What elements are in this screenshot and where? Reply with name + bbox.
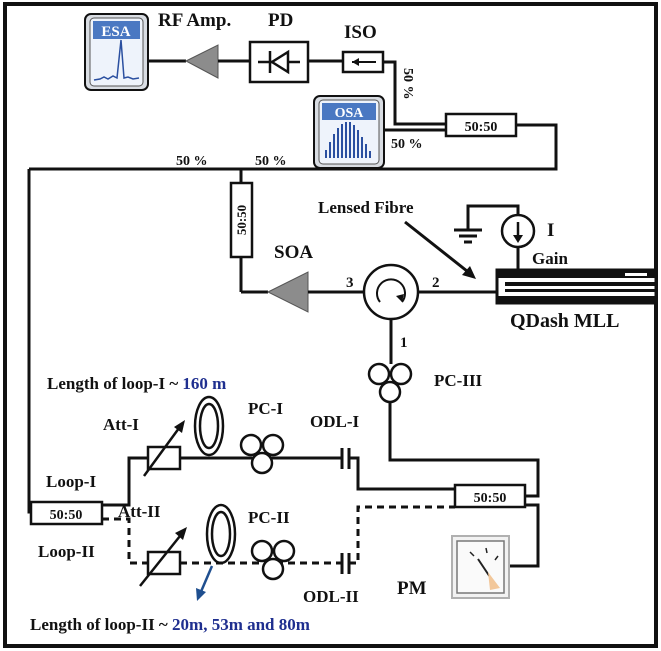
pct-left-label: 50 % [176, 154, 208, 169]
odl2-icon [340, 553, 351, 574]
coupler-left-label: 50:50 [50, 508, 83, 523]
iso-label: ISO [344, 22, 377, 43]
current-source-label: I [547, 220, 554, 241]
wire-ground-source [466, 204, 520, 226]
loop2-length-label: Length of loop-II ~ 20m, 53m and 80m [30, 615, 310, 634]
pc1-label: PC-I [248, 399, 283, 418]
ground-icon [454, 226, 482, 244]
outer-frame [3, 2, 658, 648]
pc2-label: PC-II [248, 508, 290, 527]
wire-loop2-start [102, 517, 148, 565]
gain-label: Gain [532, 249, 568, 268]
odl1-icon [340, 448, 351, 469]
loop2-length-prefix: Length of loop-II ~ [30, 615, 172, 634]
pct-right-label: 50 % [255, 154, 287, 169]
port3-label: 3 [346, 275, 354, 291]
isolator-icon [341, 50, 385, 74]
port1-label: 1 [400, 335, 408, 351]
loop2-fiber-spool-icon [205, 503, 237, 565]
pc1-icon [239, 433, 285, 475]
coupler-vertical-label: 50:50 [234, 205, 249, 235]
lensed-fibre-arrow [404, 220, 473, 277]
wire-left-vertical [27, 169, 31, 514]
pct-osa-label: 50 % [391, 137, 423, 152]
osa-label: OSA [335, 106, 365, 121]
loop1-length-value: 160 m [182, 374, 226, 393]
esa-trace [93, 39, 140, 81]
pd-label: PD [268, 10, 293, 31]
soa-icon [266, 271, 309, 313]
port2-label: 2 [432, 275, 440, 291]
loop2-length-arrow [198, 565, 214, 595]
loop2-length-value: 20m, 53m and 80m [172, 615, 310, 634]
pc2-icon [250, 539, 296, 581]
coupler-left [29, 500, 104, 526]
wire-loop1-start [102, 456, 148, 507]
loop1-fiber-spool-icon [193, 395, 225, 457]
osa-spectrum [325, 122, 371, 158]
rf-amp-icon [184, 44, 219, 79]
circulator-icon [362, 263, 420, 321]
wire-top-loop [29, 123, 558, 171]
pm-label: PM [397, 578, 427, 599]
pc3-icon [367, 362, 413, 404]
esa-instrument: ESA [84, 13, 149, 91]
wire-loop2-end [349, 505, 455, 565]
coupler-top-label: 50:50 [465, 120, 498, 135]
wire-loop1-end [349, 456, 455, 491]
att1-label: Att-I [103, 415, 139, 434]
wire-coupler-pm [509, 503, 540, 568]
loop2-length-arrowhead [196, 588, 206, 601]
osa-instrument: OSA [313, 95, 385, 169]
soa-label: SOA [274, 242, 313, 263]
qdash-laser-chip [495, 268, 658, 305]
photodiode-icon [248, 40, 310, 84]
coupler-mid-label: 50:50 [474, 491, 507, 506]
wire-iso-coupler [383, 60, 446, 126]
wire-pc3-coupler [388, 402, 540, 498]
pct-iso-label: 50 % [400, 68, 415, 100]
power-meter-icon [451, 535, 510, 599]
coupler-mid [453, 483, 527, 509]
loop2-label: Loop-II [38, 542, 95, 561]
pc3-label: PC-III [434, 371, 483, 390]
odl1-label: ODL-I [310, 412, 360, 431]
loop1-length-label: Length of loop-I ~ 160 m [47, 374, 226, 393]
qdash-label: QDash MLL [510, 310, 619, 332]
att1-icon [142, 420, 185, 477]
loop1-length-prefix: Length of loop-I ~ [47, 374, 182, 393]
lensed-fibre-arrowhead [462, 266, 476, 279]
rf-amp-label: RF Amp. [158, 10, 231, 31]
esa-label: ESA [101, 24, 130, 40]
loop1-label: Loop-I [46, 472, 96, 491]
att2-label: Att-II [118, 502, 161, 521]
current-source-icon [500, 213, 536, 249]
att2-icon [139, 527, 187, 587]
odl2-label: ODL-II [303, 587, 359, 606]
lensed-fibre-label: Lensed Fibre [318, 198, 414, 217]
